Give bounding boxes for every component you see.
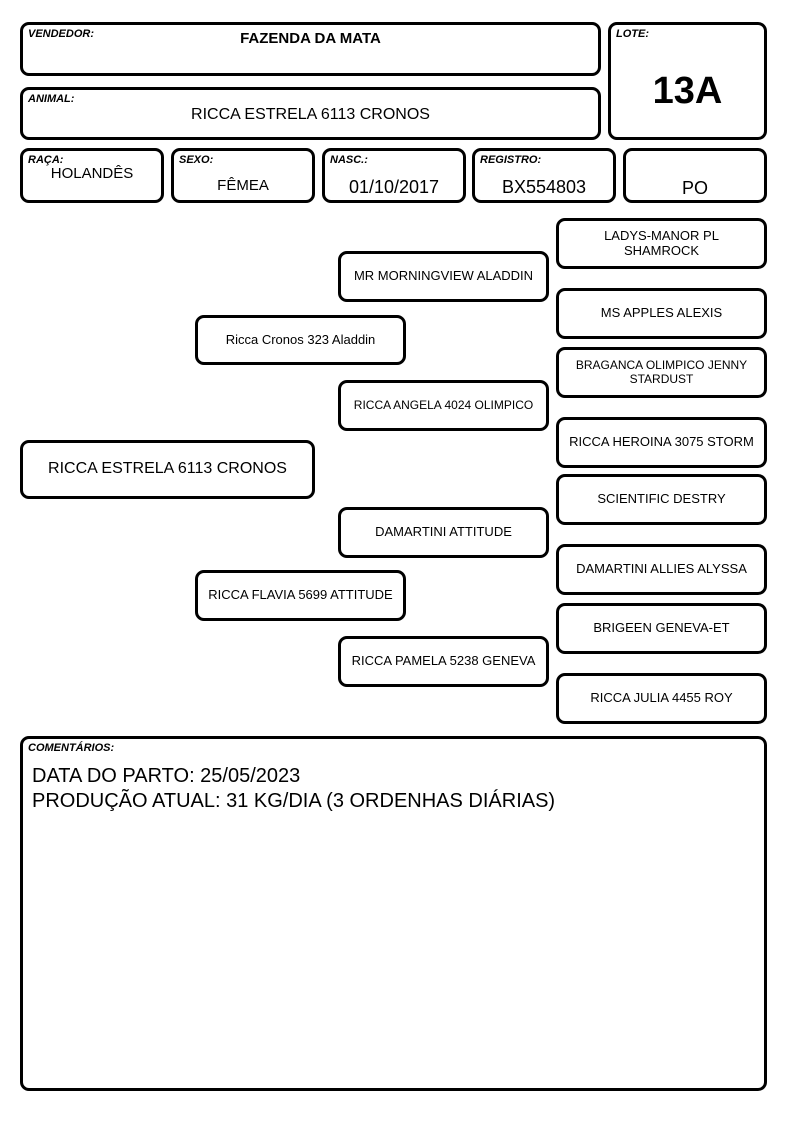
comentarios-label: COMENTÁRIOS: <box>28 742 115 754</box>
registro-box: REGISTRO: BX554803 <box>472 148 616 203</box>
raca-value: HOLANDÊS <box>50 165 134 182</box>
comentarios-line: DATA DO PARTO: 25/05/2023 <box>32 765 301 787</box>
pedigree-ggp-2: MS APPLES ALEXIS <box>556 288 767 339</box>
animal-label: ANIMAL: <box>28 93 75 105</box>
pedigree-ggp-8: RICCA JULIA 4455 ROY <box>556 673 767 724</box>
raca-box: RAÇA: HOLANDÊS <box>20 148 164 203</box>
pedigree-ggp-3: BRAGANCA OLIMPICO JENNY STARDUST <box>556 347 767 398</box>
animal-box: ANIMAL: RICCA ESTRELA 6113 CRONOS <box>20 87 601 140</box>
comentarios-line: PRODUÇÃO ATUAL: 31 KG/DIA (3 ORDENHAS DI… <box>32 790 556 812</box>
vendedor-value: FAZENDA DA MATA <box>240 30 381 47</box>
grau-value: PO <box>681 178 708 198</box>
pedigree-ggp-5: SCIENTIFIC DESTRY <box>556 474 767 525</box>
vendedor-box: VENDEDOR: FAZENDA DA MATA <box>20 22 601 76</box>
pedigree-dam-sire: DAMARTINI ATTITUDE <box>338 507 549 558</box>
lote-value: 13A <box>652 70 723 112</box>
animal-value: RICCA ESTRELA 6113 CRONOS <box>191 106 430 123</box>
pedigree-sire-dam: RICCA ANGELA 4024 OLIMPICO <box>338 380 549 431</box>
comentarios-box: COMENTÁRIOS: DATA DO PARTO: 25/05/2023 P… <box>20 736 767 1091</box>
pedigree-ggp-1: LADYS-MANOR PL SHAMROCK <box>556 218 767 269</box>
grau-box: PO <box>623 148 767 203</box>
nasc-label: NASC.: <box>330 154 368 166</box>
registro-value: BX554803 <box>501 177 587 197</box>
pedigree-sire-sire: MR MORNINGVIEW ALADDIN <box>338 251 549 302</box>
sexo-box: SEXO: FÊMEA <box>171 148 315 203</box>
pedigree-ggp-4: RICCA HEROINA 3075 STORM <box>556 417 767 468</box>
sexo-label: SEXO: <box>179 154 214 166</box>
lote-label: LOTE: <box>616 28 649 40</box>
lote-box: LOTE: 13A <box>608 22 767 140</box>
nasc-value: 01/10/2017 <box>348 177 440 197</box>
pedigree-dam-dam: RICCA PAMELA 5238 GENEVA <box>338 636 549 687</box>
registro-label: REGISTRO: <box>480 154 542 166</box>
pedigree-ggp-7: BRIGEEN GENEVA-ET <box>556 603 767 654</box>
pedigree-sire: Ricca Cronos 323 Aladdin <box>195 315 406 365</box>
pedigree-dam: RICCA FLAVIA 5699 ATTITUDE <box>195 570 406 621</box>
vendedor-label: VENDEDOR: <box>28 28 95 40</box>
comentarios-text: DATA DO PARTO: 25/05/2023 PRODUÇÃO ATUAL… <box>32 764 555 814</box>
sexo-value: FÊMEA <box>217 177 269 194</box>
pedigree-animal: RICCA ESTRELA 6113 CRONOS <box>20 440 315 499</box>
nasc-box: NASC.: 01/10/2017 <box>322 148 466 203</box>
raca-label: RAÇA: <box>28 154 64 166</box>
pedigree-ggp-6: DAMARTINI ALLIES ALYSSA <box>556 544 767 595</box>
